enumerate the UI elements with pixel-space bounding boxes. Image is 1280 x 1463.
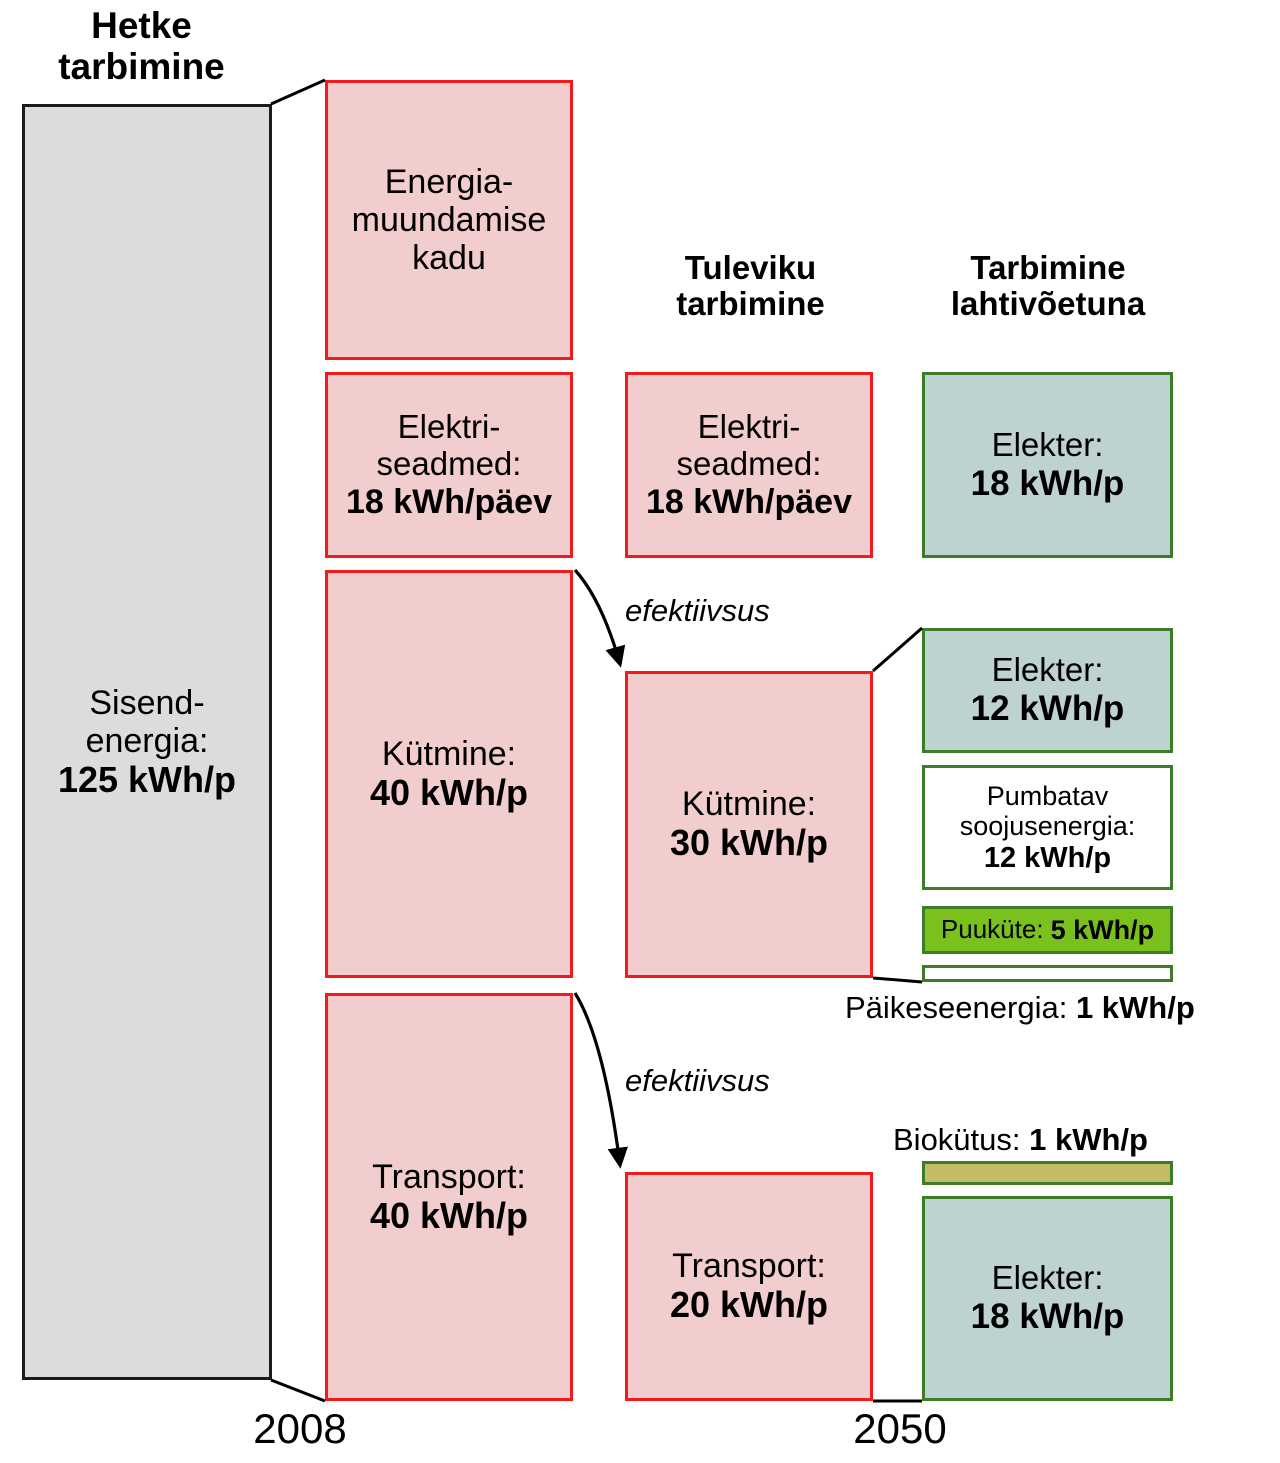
label-biofuel-text: Biokütus: [893, 1122, 1021, 1157]
box-2050-electric-appliances-value: 18 kWh/päev [646, 482, 852, 521]
box-2050-transport-label: Transport: [672, 1247, 826, 1286]
box-2008-transport-label: Transport: [372, 1157, 526, 1196]
annotation-efficiency-transport: efektiivsus [625, 1063, 770, 1098]
box-breakdown-electricity-heating: Elekter: 12 kWh/p [922, 628, 1173, 753]
box-breakdown-wood-heating: Puuküte: 5 kWh/p [922, 906, 1173, 954]
connector-heating-breakdown-bottom [872, 976, 923, 984]
box-breakdown-electricity-appliances: Elekter: 18 kWh/p [922, 372, 1173, 558]
box-2008-electric-appliances-label: Elektri- seadmed: [376, 408, 522, 482]
box-input-energy-label: Sisend- energia: [85, 683, 209, 760]
label-solar-heat-value: 1 kWh/p [1075, 990, 1195, 1025]
box-breakdown-pumped-heat-label: Pumbatav soojusenergia: [959, 781, 1136, 842]
header-future-consumption: Tuleviku tarbimine [676, 249, 825, 323]
label-solar-heat: Päikeseenergia: 1 kWh/p [845, 990, 1195, 1026]
box-2008-electric-appliances-value: 18 kWh/päev [346, 482, 552, 521]
box-2050-heating: Kütmine: 30 kWh/p [625, 671, 873, 978]
box-2050-heating-value: 30 kWh/p [669, 822, 829, 864]
arrow-efficiency-heating [573, 568, 626, 668]
box-2008-conversion-loss: Energia- muundamise kadu [325, 80, 573, 360]
box-input-energy: Sisend- energia: 125 kWh/p [22, 104, 272, 1380]
box-breakdown-electricity-transport-label: Elekter: [991, 1259, 1104, 1297]
label-biofuel-value: 1 kWh/p [1029, 1122, 1148, 1157]
annotation-efficiency-heating: efektiivsus [625, 593, 770, 628]
year-label-2008: 2008 [253, 1405, 347, 1452]
box-2008-heating-value: 40 kWh/p [369, 771, 529, 813]
label-solar-heat-text: Päikeseenergia: [845, 990, 1068, 1025]
box-breakdown-electricity-transport-value: 18 kWh/p [970, 1297, 1125, 1337]
box-breakdown-electricity-appliances-label: Elekter: [991, 425, 1104, 463]
box-breakdown-pumped-heat-value: 12 kWh/p [983, 841, 1112, 874]
box-breakdown-wood-heating-value: 5 kWh/p [1050, 914, 1155, 945]
box-breakdown-pumped-heat: Pumbatav soojusenergia: 12 kWh/p [922, 765, 1173, 890]
box-2050-heating-label: Kütmine: [681, 785, 817, 824]
connector-heating-breakdown [872, 626, 923, 673]
box-2008-heating: Kütmine: 40 kWh/p [325, 570, 573, 978]
arrow-efficiency-transport [573, 992, 628, 1169]
box-breakdown-wood-heating-label: Puuküte: [940, 914, 1044, 945]
box-input-energy-value: 125 kWh/p [57, 758, 237, 800]
box-2008-transport: Transport: 40 kWh/p [325, 993, 573, 1401]
year-label-2050: 2050 [853, 1405, 947, 1452]
box-breakdown-electricity-heating-value: 12 kWh/p [970, 689, 1125, 729]
connector-bottom-left [270, 1378, 326, 1403]
box-breakdown-electricity-heating-label: Elekter: [991, 651, 1104, 689]
box-breakdown-electricity-appliances-value: 18 kWh/p [970, 463, 1125, 503]
box-2008-heating-label: Kütmine: [381, 734, 517, 773]
box-2050-electric-appliances-label: Elektri- seadmed: [676, 408, 822, 482]
box-2050-transport-value: 20 kWh/p [669, 1284, 829, 1326]
label-biofuel: Biokütus: 1 kWh/p [893, 1122, 1148, 1158]
box-2008-electric-appliances: Elektri- seadmed: 18 kWh/päev [325, 372, 573, 558]
box-2008-conversion-loss-label: Energia- muundamise kadu [351, 162, 547, 278]
connector-top-left [270, 78, 326, 106]
header-consumption-breakdown: Tarbimine lahtivõetuna [950, 249, 1146, 323]
box-2050-electric-appliances: Elektri- seadmed: 18 kWh/päev [625, 372, 873, 558]
box-2008-transport-value: 40 kWh/p [369, 1194, 529, 1236]
box-breakdown-biofuel [922, 1161, 1173, 1185]
box-breakdown-electricity-transport: Elekter: 18 kWh/p [922, 1196, 1173, 1401]
box-breakdown-solar-heat [922, 965, 1173, 982]
header-current-consumption: Hetke tarbimine [58, 5, 225, 87]
box-2050-transport: Transport: 20 kWh/p [625, 1172, 873, 1401]
